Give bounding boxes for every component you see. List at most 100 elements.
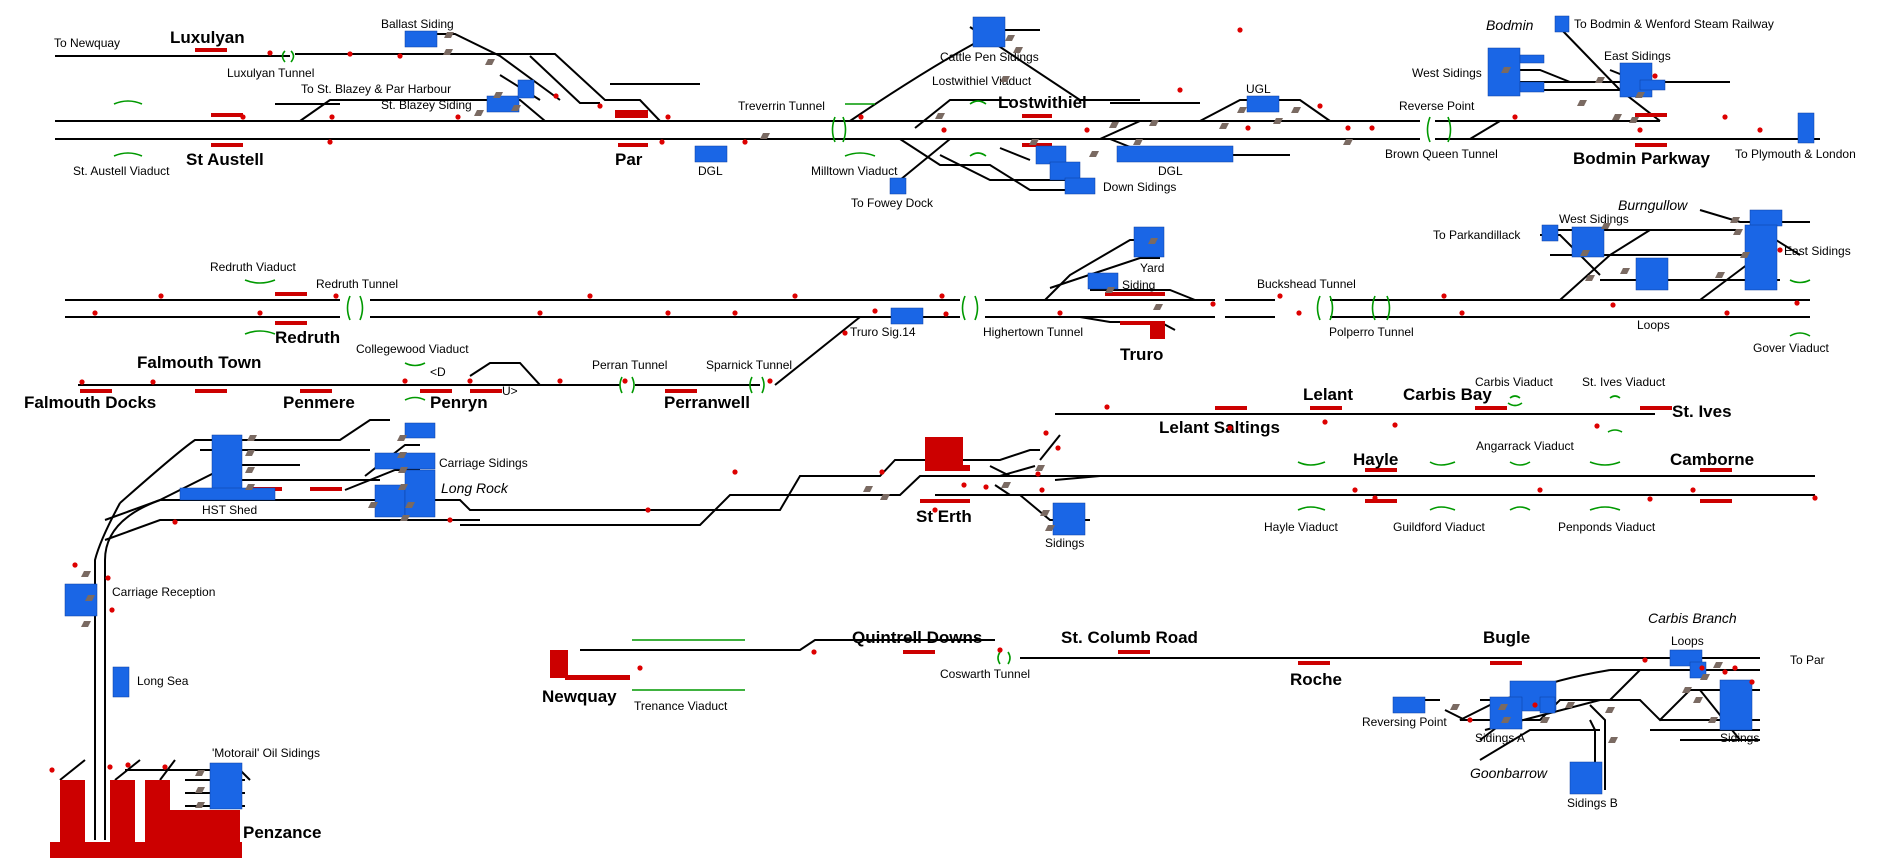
signal-96[interactable] [125,762,131,768]
signal-87[interactable] [1532,702,1538,708]
point-marker-6[interactable] [511,105,521,111]
point-marker-53[interactable] [195,770,205,776]
signal-46[interactable] [1724,310,1730,316]
signal-31[interactable] [537,310,543,316]
signal-77[interactable] [72,562,78,568]
point-marker-52[interactable] [85,595,95,601]
signal-20[interactable] [1722,114,1728,120]
station-bugle[interactable]: Bugle [1483,628,1530,647]
point-marker-13[interactable] [1089,151,1099,157]
signal-11[interactable] [858,114,864,120]
point-marker-22[interactable] [1501,67,1511,73]
point-marker-73[interactable] [1682,687,1692,693]
signal-85[interactable] [997,647,1003,653]
point-marker-38[interactable] [1730,217,1740,223]
point-marker-41[interactable] [245,467,255,473]
signal-45[interactable] [1610,302,1616,308]
signal-6[interactable] [553,93,559,99]
station-lelant[interactable]: Lelant [1303,385,1353,404]
point-marker-72[interactable] [1708,717,1718,723]
point-marker-60[interactable] [1045,525,1055,531]
signal-74[interactable] [1647,496,1653,502]
point-marker-54[interactable] [195,787,205,793]
point-marker-15[interactable] [1133,139,1143,145]
signal-88[interactable] [1642,657,1648,663]
signal-75[interactable] [105,575,111,581]
signal-32[interactable] [587,293,593,299]
point-marker-43[interactable] [397,435,407,441]
signal-38[interactable] [943,311,949,317]
point-marker-69[interactable] [1713,662,1723,668]
signal-34[interactable] [732,310,738,316]
point-marker-7[interactable] [760,133,770,139]
signal-86[interactable] [1467,717,1473,723]
signal-47[interactable] [1794,300,1800,306]
point-marker-36[interactable] [1733,229,1743,235]
point-marker-56[interactable] [863,486,873,492]
signal-92[interactable] [1722,669,1728,675]
point-marker-37[interactable] [1740,252,1750,258]
station-par[interactable]: Par [615,150,643,169]
signal-7[interactable] [597,103,603,109]
point-marker-16[interactable] [1149,120,1159,126]
signal-50[interactable] [150,379,156,385]
point-marker-17[interactable] [1219,123,1229,129]
signal-94[interactable] [107,764,113,770]
signal-62[interactable] [1594,423,1600,429]
signal-53[interactable] [557,378,563,384]
signal-5[interactable] [455,114,461,120]
point-marker-25[interactable] [1612,114,1622,120]
point-marker-24[interactable] [1595,77,1605,83]
point-marker-65[interactable] [1540,717,1550,723]
point-marker-58[interactable] [1001,482,1011,488]
point-marker-66[interactable] [1565,702,1575,708]
signal-41[interactable] [1277,293,1283,299]
signal-28[interactable] [158,293,164,299]
signal-89[interactable] [1699,665,1705,671]
station-carbis-bay[interactable]: Carbis Bay [1403,385,1492,404]
signal-4[interactable] [327,139,333,145]
signal-55[interactable] [767,378,773,384]
point-marker-26[interactable] [1629,117,1639,123]
point-marker-51[interactable] [81,621,91,627]
station-falmouth-town[interactable]: Falmouth Town [137,353,261,372]
point-marker-2[interactable] [443,49,453,55]
point-marker-30[interactable] [1153,304,1163,310]
point-marker-61[interactable] [1035,465,1045,471]
point-marker-64[interactable] [1501,717,1511,723]
point-marker-33[interactable] [1601,223,1611,229]
signal-13[interactable] [1084,127,1090,133]
signal-9[interactable] [659,139,665,145]
point-marker-8[interactable] [935,113,945,119]
signal-23[interactable] [347,51,353,57]
signal-72[interactable] [1690,487,1696,493]
signal-49[interactable] [79,379,85,385]
station-perranwell[interactable]: Perranwell [664,393,750,412]
signal-84[interactable] [811,649,817,655]
point-marker-67[interactable] [1605,707,1615,713]
signal-3[interactable] [329,114,335,120]
signal-81[interactable] [932,507,938,513]
signal-68[interactable] [1055,445,1061,451]
point-marker-31[interactable] [1585,275,1595,281]
signal-19[interactable] [1637,127,1643,133]
point-marker-71[interactable] [1693,697,1703,703]
signal-26[interactable] [1177,87,1183,93]
signal-91[interactable] [1749,679,1755,685]
station-penryn[interactable]: Penryn [430,393,488,412]
point-marker-10[interactable] [1013,47,1023,53]
signal-16[interactable] [1345,125,1351,131]
point-marker-23[interactable] [1577,100,1587,106]
station-truro[interactable]: Truro [1120,345,1163,364]
station-st-erth[interactable]: St Erth [916,507,972,526]
station-newquay[interactable]: Newquay [542,687,617,706]
signal-70[interactable] [1372,495,1378,501]
signal-66[interactable] [983,484,989,490]
signal-54[interactable] [622,378,628,384]
station-st-austell[interactable]: St Austell [186,150,264,169]
signal-39[interactable] [1057,310,1063,316]
point-marker-1[interactable] [444,32,454,38]
point-marker-48[interactable] [368,502,378,508]
signal-44[interactable] [1459,310,1465,316]
signal-57[interactable] [1104,404,1110,410]
